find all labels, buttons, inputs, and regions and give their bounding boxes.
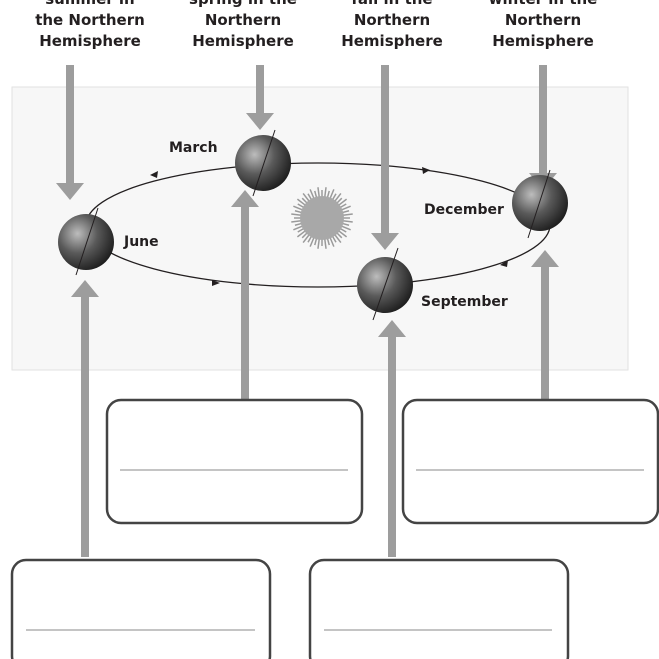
caption-summer: summer in the Northern Hemisphere — [15, 0, 165, 52]
earth-september — [357, 247, 413, 321]
earth-december — [512, 169, 568, 239]
caption-line: spring in the — [168, 0, 318, 10]
caption-winter: winter in the Northern Hemisphere — [468, 0, 618, 52]
label-june: June — [123, 234, 159, 250]
caption-line: the Northern — [35, 11, 145, 29]
label-december: December — [424, 202, 504, 218]
caption-line: winter in the — [468, 0, 618, 10]
sun-icon — [291, 187, 353, 249]
answer-box-2[interactable] — [401, 398, 659, 525]
caption-line: Northern — [204, 11, 282, 29]
caption-line: Hemisphere — [341, 32, 443, 50]
orbit-direction-arrows — [150, 167, 508, 286]
caption-line: Northern — [353, 11, 431, 29]
caption-line: Northern — [504, 11, 582, 29]
caption-line: Hemisphere — [192, 32, 294, 50]
caption-line: fall in the — [317, 0, 467, 10]
earth-march — [235, 129, 291, 197]
caption-line: Hemisphere — [492, 32, 594, 50]
caption-fall: fall in the Northern Hemisphere — [317, 0, 467, 52]
earth-june — [58, 207, 114, 276]
caption-line: Hemisphere — [39, 32, 141, 50]
answer-lines — [26, 469, 644, 631]
answer-box-1[interactable] — [105, 398, 364, 525]
label-march: March — [169, 140, 218, 156]
answer-box-4[interactable] — [308, 558, 570, 659]
label-september: September — [421, 294, 508, 310]
caption-spring: spring in the Northern Hemisphere — [168, 0, 318, 52]
answer-box-3[interactable] — [10, 558, 272, 659]
up-arrows — [71, 190, 559, 557]
caption-line: summer in — [15, 0, 165, 10]
